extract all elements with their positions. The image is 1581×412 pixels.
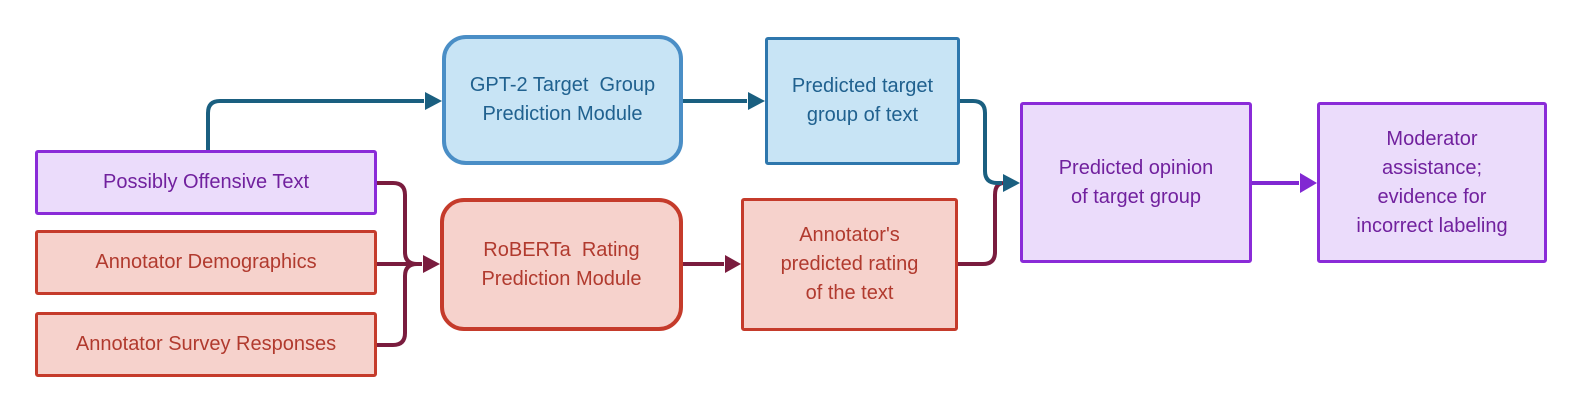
edge-offensive-to-roberta — [377, 181, 422, 266]
node-roberta-rating-prediction-module: RoBERTa Rating Prediction Module — [440, 198, 683, 331]
arrowhead-into-predicted-rating — [725, 255, 741, 273]
node-moderator-assistance: Moderator assistance; evidence for incor… — [1317, 102, 1547, 263]
node-predicted-opinion-of-target-group: Predicted opinion of target group — [1020, 102, 1252, 263]
node-gpt2-target-group-prediction-module: GPT-2 Target Group Prediction Module — [442, 35, 683, 165]
arrowhead-into-moderator — [1300, 173, 1317, 193]
edge-predicted-target-to-opinion — [960, 99, 1002, 185]
node-possibly-offensive-text: Possibly Offensive Text — [35, 150, 377, 215]
edge-predicted-rating-to-opinion — [958, 181, 1005, 266]
node-annotator-survey-responses: Annotator Survey Responses — [35, 312, 377, 377]
edge-survey-to-roberta — [377, 262, 422, 347]
arrowhead-into-predicted-target — [748, 92, 765, 110]
arrowhead-into-roberta — [423, 255, 440, 273]
node-annotator-demographics: Annotator Demographics — [35, 230, 377, 295]
node-annotator-predicted-rating: Annotator's predicted rating of the text — [741, 198, 958, 331]
arrowhead-into-opinion — [1003, 174, 1020, 192]
arrowhead-into-gpt2 — [425, 92, 442, 110]
node-predicted-target-group: Predicted target group of text — [765, 37, 960, 165]
edge-offensive-to-gpt2 — [206, 99, 424, 150]
